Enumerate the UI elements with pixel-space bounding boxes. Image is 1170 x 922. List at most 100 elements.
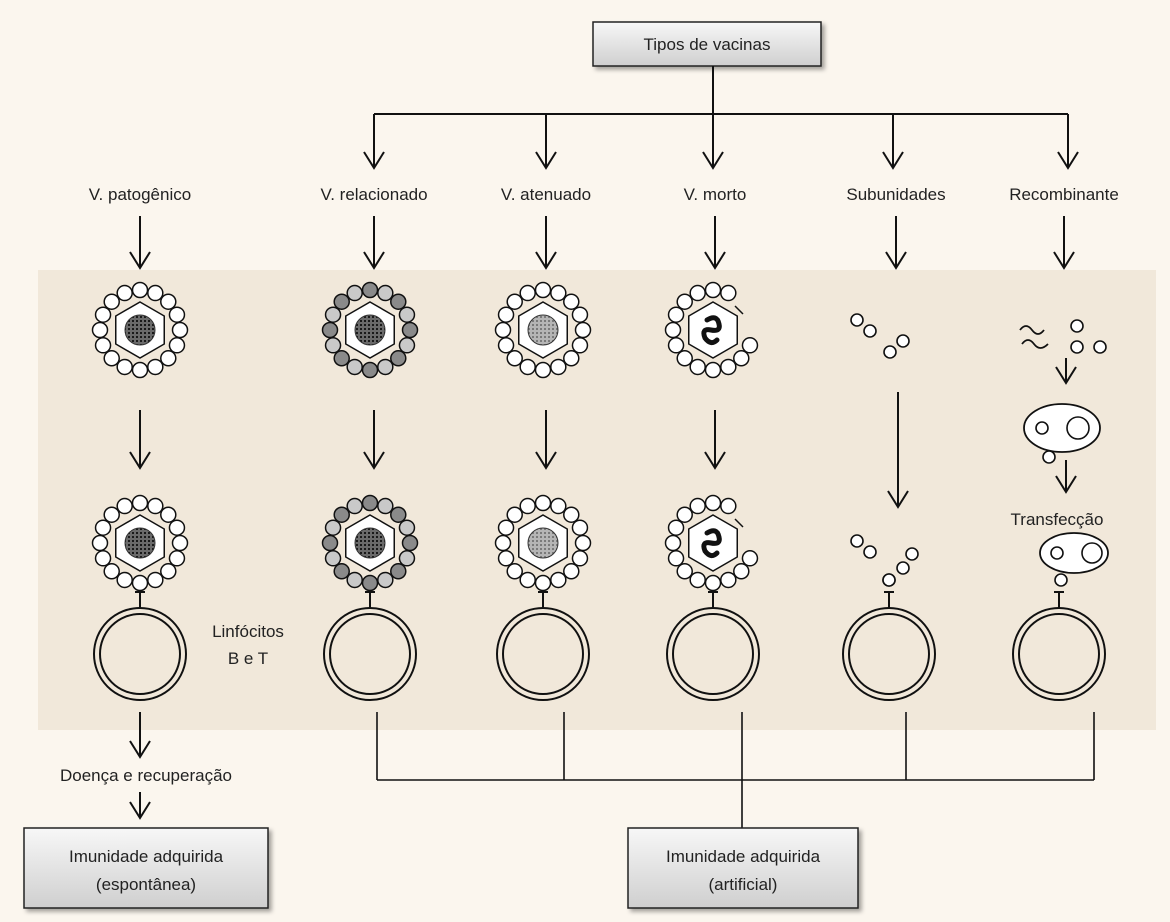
antigen-particle [850, 534, 864, 548]
capsomer [377, 284, 394, 302]
capsomer [676, 506, 693, 523]
disease-label: Doença e recuperação [60, 766, 232, 785]
capsomer [704, 494, 722, 512]
capsomer [506, 293, 523, 310]
capsomer [361, 494, 379, 512]
capsomer [733, 563, 750, 580]
artificial-bracket [376, 712, 1095, 838]
down-arrow [1053, 216, 1075, 270]
capsomer [398, 306, 416, 323]
lymphocyte-cell [323, 591, 417, 701]
antigen-particle [1070, 340, 1084, 354]
virion-top [494, 281, 592, 379]
capsomer [689, 571, 706, 589]
down-arrow [129, 410, 151, 470]
capsomer [401, 534, 419, 552]
down-arrow [129, 216, 151, 270]
title-text: Tipos de vacinas [644, 35, 771, 54]
column-label-recombinant: Recombinante [1009, 185, 1119, 204]
capsomer [324, 306, 342, 323]
capsomer [741, 550, 759, 567]
capsomer [131, 361, 149, 379]
lymphocyte-cell [93, 591, 187, 701]
lymphocytes-label-line1: Linfócitos [212, 622, 284, 641]
capsomer [333, 563, 350, 580]
down-arrow [1055, 358, 1077, 385]
capsomer [676, 563, 693, 580]
down-arrow [535, 410, 557, 470]
virion-bottom [494, 494, 592, 592]
capsomer [147, 571, 164, 589]
virion-top [91, 281, 189, 379]
virion-bottom [664, 494, 759, 592]
capsomer [116, 358, 133, 376]
capsomer [497, 306, 515, 323]
capsomer [720, 497, 737, 515]
genome [527, 527, 559, 559]
capsomer [497, 550, 515, 567]
capsomer [390, 563, 407, 580]
virion-bottom [321, 494, 419, 592]
lymphocytes-layer [93, 591, 1106, 701]
capsomer [664, 321, 682, 339]
capsomer [534, 361, 552, 379]
antigen-particle [896, 561, 910, 575]
antigen-particle [905, 547, 919, 561]
capsomer [534, 494, 552, 512]
capsomer [667, 519, 685, 536]
capsomer [720, 358, 737, 376]
capsomer [390, 293, 407, 310]
down-arrow [129, 712, 151, 759]
capsomer [571, 337, 589, 354]
capsomer [333, 350, 350, 367]
capsomer [519, 497, 536, 515]
capsomer [116, 571, 133, 589]
down-arrow [702, 114, 724, 170]
capsomer [741, 337, 759, 354]
transfection-label: Transfecção [1011, 510, 1104, 529]
capsomer [720, 571, 737, 589]
arrows-layer [129, 114, 1079, 820]
capsomer [160, 563, 177, 580]
capsomer [497, 337, 515, 354]
down-arrow [535, 216, 557, 270]
broken-capsid-edge [734, 305, 744, 315]
capsomer [398, 337, 416, 354]
capsomer [168, 337, 186, 354]
outcome-box-artificial [627, 827, 859, 909]
capsomer [94, 306, 112, 323]
capsomer [550, 284, 567, 302]
down-arrow [882, 114, 904, 170]
capsomer [519, 358, 536, 376]
capsomer [377, 571, 394, 589]
capsomer [534, 281, 552, 299]
capsomer [689, 284, 706, 302]
title-box [592, 21, 822, 67]
outcome-box-spontaneous [23, 827, 269, 909]
antigen-particle [863, 545, 877, 559]
capsomer [131, 281, 149, 299]
capsomer [321, 321, 339, 339]
lymphocyte-cell [496, 591, 590, 701]
host-cell [1023, 403, 1101, 453]
capsomer [346, 358, 363, 376]
capsomer [563, 293, 580, 310]
capsomer [563, 350, 580, 367]
capsomer [94, 550, 112, 567]
capsomer [103, 293, 120, 310]
column-label-attenuated: V. atenuado [501, 185, 591, 204]
capsomer [676, 293, 693, 310]
capsomer [506, 350, 523, 367]
capsomer [131, 574, 149, 592]
capsomer [131, 494, 149, 512]
down-arrow [704, 216, 726, 270]
capsomer [571, 550, 589, 567]
broken-capsid-edge [734, 518, 744, 528]
transfected-nucleus [1081, 542, 1103, 564]
capsomer [324, 550, 342, 567]
capsomer [390, 350, 407, 367]
capsomer [321, 534, 339, 552]
capsomer [94, 519, 112, 536]
column-label-pathogenic: V. patogênico [89, 185, 191, 204]
